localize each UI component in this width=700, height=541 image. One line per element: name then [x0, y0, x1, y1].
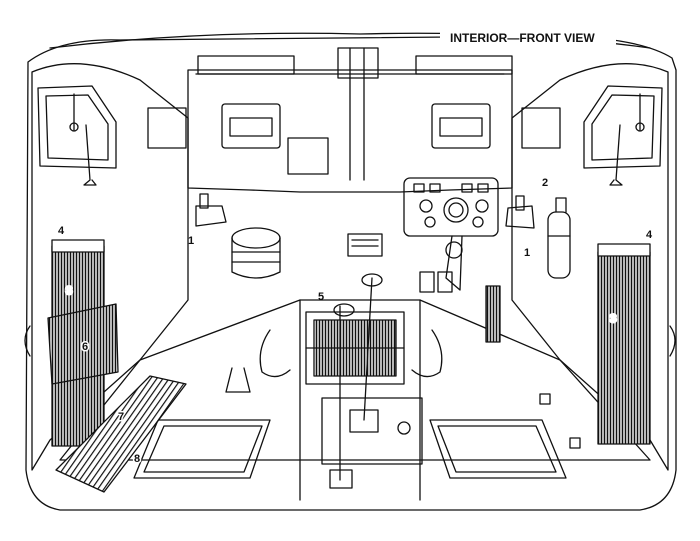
- right-vision-port: [583, 85, 663, 169]
- right-lever-1: [505, 205, 535, 229]
- callout-4-right: 4: [646, 229, 653, 241]
- callout-8: 8: [134, 453, 140, 465]
- callout-6: 6: [82, 341, 88, 353]
- left-vision-block: [221, 103, 281, 149]
- left-side-wall: [31, 63, 189, 471]
- callout-5: 5: [318, 291, 324, 303]
- callout-1-left: 1: [188, 235, 194, 247]
- callout-4-left: 4: [58, 225, 65, 237]
- hull-outline: [25, 35, 677, 511]
- left-seat-frame: [133, 419, 271, 479]
- right-seat-frame: [429, 419, 567, 479]
- left-vision-port: [37, 85, 117, 169]
- callout-3-right: 3: [610, 313, 616, 325]
- left-box-lid: [51, 239, 105, 253]
- right-stowage-box: [597, 251, 651, 445]
- center-console: [321, 397, 423, 465]
- instrument-panel: [403, 177, 499, 237]
- callout-7: 7: [118, 411, 124, 423]
- left-drum: [231, 227, 281, 249]
- accelerator-pedal: [485, 285, 501, 343]
- callout-3-left: 3: [66, 285, 72, 297]
- left-lever-1: [195, 205, 227, 227]
- right-side-wall: [511, 63, 669, 471]
- callout-1-right: 1: [524, 247, 530, 259]
- left-floor-plate: [55, 375, 187, 493]
- right-box-lid: [597, 243, 651, 257]
- right-vision-block: [431, 103, 491, 149]
- figure-title: INTERIOR—FRONT VIEW: [450, 31, 595, 45]
- callout-2: 2: [542, 177, 548, 189]
- right-wall-bracket: [521, 107, 561, 149]
- left-pad-6: [47, 303, 119, 385]
- fire-extinguisher: [547, 211, 571, 279]
- front-plate: [187, 69, 513, 193]
- left-wall-bracket: [147, 107, 187, 149]
